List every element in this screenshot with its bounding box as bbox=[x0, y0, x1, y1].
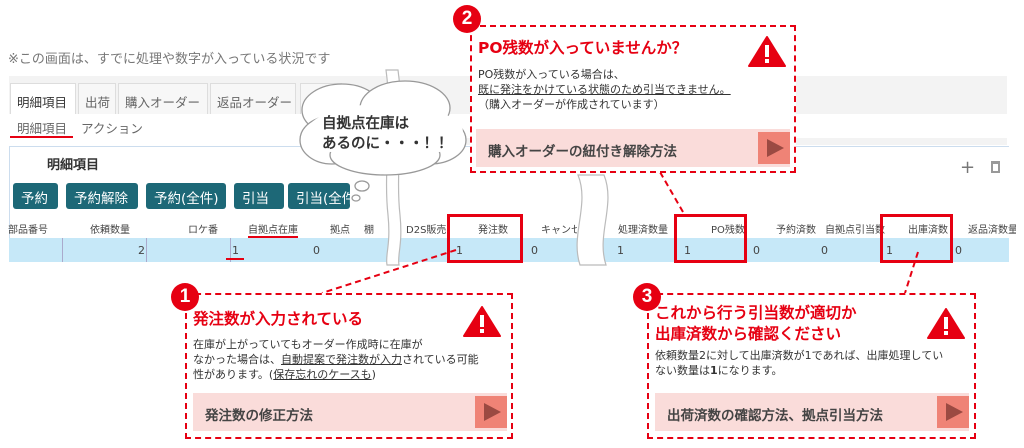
cell-location: 1 bbox=[232, 244, 239, 257]
body-line: 在庫が上がっていてもオーダー作成時に在庫が bbox=[193, 338, 423, 351]
col-cancel: キャンセル bbox=[541, 225, 577, 236]
callout-po-remaining: PO残数が入っていませんか？ PO残数が入っている場合は、 既に発注をかけている… bbox=[470, 25, 796, 173]
add-icon[interactable]: + bbox=[960, 157, 976, 178]
link-label: 購入オーダーの紐付き解除方法 bbox=[488, 144, 677, 160]
callout-title: これから行う引当数が適切か 出庫済数から確認ください bbox=[655, 303, 857, 345]
warning-icon bbox=[927, 308, 965, 339]
col-reserved: 予約済数 bbox=[776, 225, 816, 236]
cell-own-stock: 0 bbox=[313, 244, 320, 257]
body-line: 既に発注をかけている状態のため引当できません。 bbox=[478, 83, 731, 96]
play-icon bbox=[758, 132, 790, 164]
col-location: ロケ番 bbox=[188, 225, 218, 236]
callout-body: 依頼数量2に対して出庫済数が1であれば、出庫処理してい ない数量は1になります。 bbox=[655, 348, 943, 378]
body-line: （購入オーダーが作成されています） bbox=[478, 98, 665, 111]
card-title: 明細項目 bbox=[47, 158, 100, 173]
col-part-number: 部品番号 bbox=[8, 225, 48, 236]
cell-po-remaining: 1 bbox=[684, 244, 691, 257]
body-line: 依頼数量2に対して出庫済数が1であれば、出庫処理してい bbox=[655, 349, 944, 362]
tab-shipping[interactable]: 出荷 bbox=[78, 83, 116, 114]
cloud-line-2: あるのに・・・！！ bbox=[322, 136, 453, 152]
col-po-remaining: PO残数 bbox=[711, 225, 745, 236]
col-d2s: D2S販売S bbox=[406, 225, 446, 236]
body-text: されている可能 bbox=[402, 353, 479, 366]
col-request-qty: 依頼数量 bbox=[90, 225, 130, 236]
highlight-po-remaining bbox=[674, 214, 747, 263]
cell-own-allocated: 0 bbox=[821, 244, 828, 257]
highlight-order-qty bbox=[447, 214, 523, 263]
col-own-stock: 自拠点在庫 bbox=[248, 221, 298, 238]
link-label: 出荷済数の確認方法、拠点引当方法 bbox=[667, 408, 883, 424]
allocate-all-button[interactable]: 引当(全件) bbox=[288, 183, 361, 209]
body-text: 性があります。( bbox=[193, 368, 274, 381]
cell-divider bbox=[230, 238, 231, 262]
callout-title: 発注数が入力されている bbox=[193, 310, 364, 328]
title-line: 出庫済数から確認ください bbox=[655, 325, 842, 343]
unlink-po-link[interactable]: 購入オーダーの紐付き解除方法 bbox=[476, 129, 790, 167]
thought-cloud bbox=[299, 80, 467, 202]
body-text: 1 bbox=[710, 364, 718, 377]
connector-2 bbox=[659, 171, 684, 213]
unreserve-button[interactable]: 予約解除 bbox=[66, 183, 138, 209]
cell-shipped: 1 bbox=[886, 244, 893, 257]
badge-1: 1 bbox=[171, 283, 199, 311]
col-returned: 返品済数量 bbox=[968, 225, 1016, 236]
callout-body: PO残数が入っている場合は、 既に発注をかけている状態のため引当できません。 （… bbox=[478, 67, 731, 112]
cell-divider bbox=[62, 238, 63, 262]
callout-title: PO残数が入っていませんか？ bbox=[478, 39, 688, 57]
break-mark bbox=[576, 174, 609, 266]
reserve-button[interactable]: 予約 bbox=[13, 183, 58, 209]
location-underline bbox=[226, 258, 244, 260]
cell-divider bbox=[146, 238, 147, 262]
cell-processed: 1 bbox=[617, 244, 624, 257]
title-line: これから行う引当数が適切か bbox=[655, 304, 857, 322]
warning-icon bbox=[463, 306, 501, 337]
note-text: ※この画面は、すでに処理や数字が入っている状況です bbox=[8, 52, 331, 67]
col-own-allocated: 自拠点引当数 bbox=[825, 225, 885, 236]
body-text: ) bbox=[371, 368, 376, 381]
badge-3: 3 bbox=[633, 283, 661, 311]
col-base: 拠点 bbox=[330, 225, 350, 236]
allocate-button[interactable]: 引当 bbox=[234, 183, 284, 209]
shipped-check-link[interactable]: 出荷済数の確認方法、拠点引当方法 bbox=[655, 393, 969, 431]
reserve-all-button[interactable]: 予約(全件) bbox=[146, 183, 226, 209]
trash-icon[interactable] bbox=[991, 161, 1000, 173]
col-order-qty: 発注数 bbox=[478, 225, 508, 236]
body-text: 保存忘れのケースも bbox=[273, 368, 372, 381]
cell-reserved: 0 bbox=[753, 244, 760, 257]
body-line: PO残数が入っている場合は、 bbox=[478, 68, 625, 81]
cell-request-qty: 2 bbox=[138, 244, 145, 257]
col-shipped: 出庫済数 bbox=[908, 225, 948, 236]
cell-returned: 0 bbox=[955, 244, 962, 257]
body-text: になります。 bbox=[717, 364, 783, 377]
cell-cancel: 0 bbox=[531, 244, 538, 257]
callout-body: 在庫が上がっていてもオーダー作成時に在庫が なかった場合は、自動提案で発注数が入… bbox=[193, 337, 479, 382]
col-processed: 処理済数量 bbox=[618, 225, 668, 236]
play-icon bbox=[937, 396, 969, 428]
cloud-text: 自拠点在庫は あるのに・・・！！ bbox=[322, 114, 453, 154]
fix-order-qty-link[interactable]: 発注数の修正方法 bbox=[193, 393, 507, 431]
badge-2: 2 bbox=[453, 5, 481, 33]
body-text: ない数量は bbox=[655, 364, 710, 377]
connector-3 bbox=[904, 251, 919, 294]
col-shelf: 棚 bbox=[364, 225, 374, 236]
body-text: なかった場合は、 bbox=[193, 353, 281, 366]
cloud-line-1: 自拠点在庫は bbox=[322, 116, 409, 132]
body-text: 自動提案で発注数が入力 bbox=[281, 353, 402, 366]
play-icon bbox=[475, 396, 507, 428]
cell-order-qty: 1 bbox=[456, 244, 463, 257]
connector-1 bbox=[321, 249, 457, 294]
warning-icon bbox=[748, 36, 786, 67]
callout-shipped: これから行う引当数が適切か 出庫済数から確認ください 依頼数量2に対して出庫済数… bbox=[647, 293, 976, 439]
subtab-details[interactable]: 明細項目 bbox=[17, 121, 68, 136]
tab-purchase-order[interactable]: 購入オーダー bbox=[118, 83, 208, 114]
table-row[interactable] bbox=[9, 238, 1009, 262]
link-label: 発注数の修正方法 bbox=[205, 408, 313, 424]
subtab-action[interactable]: アクション bbox=[81, 121, 143, 136]
highlight-shipped bbox=[880, 214, 953, 263]
tab-return-order[interactable]: 返品オーダー bbox=[210, 83, 296, 114]
callout-order-qty: 発注数が入力されている 在庫が上がっていてもオーダー作成時に在庫が なかった場合… bbox=[185, 293, 513, 439]
subtab-underline bbox=[10, 136, 73, 138]
tab-details[interactable]: 明細項目 bbox=[10, 83, 76, 114]
